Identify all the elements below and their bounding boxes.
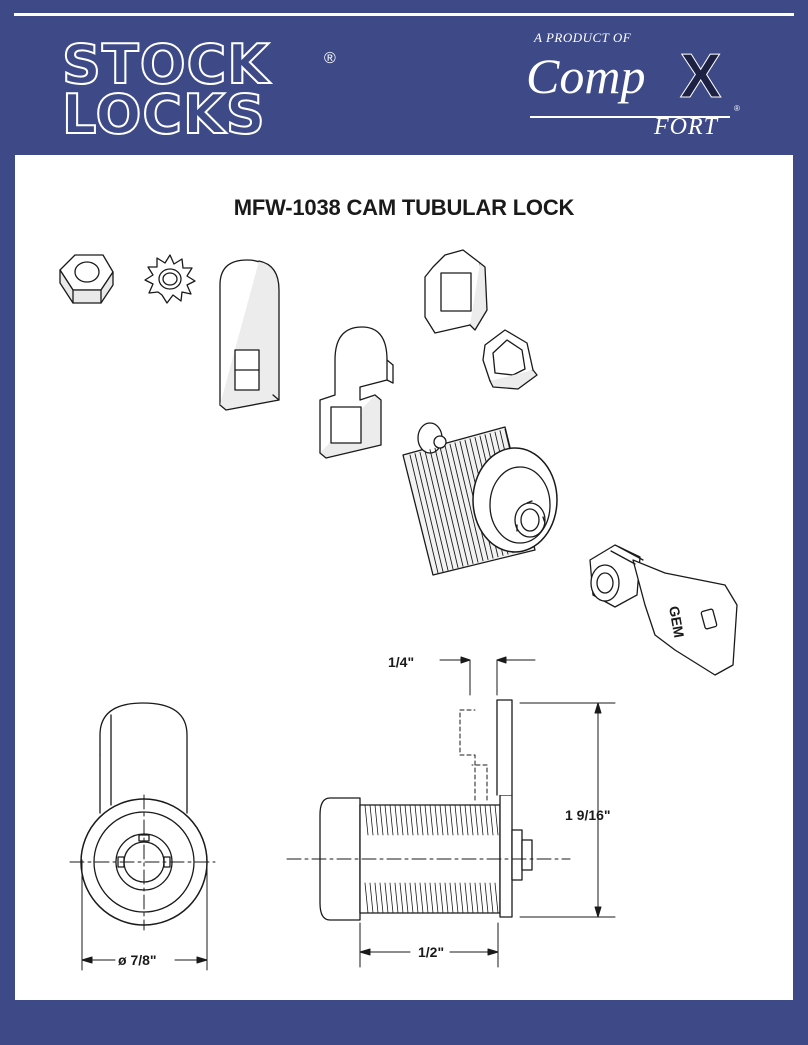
key-marking: GEM [666,605,687,639]
hex-nut-drawing [59,254,114,304]
tubular-key-drawing: GEM [589,544,738,676]
spec-sheet: MFW-1038 CAM TUBULAR LOCK [15,155,793,1000]
technical-drawing: GEM [59,249,738,971]
thread-line [454,442,484,562]
side-thread-line [404,804,409,836]
flat-cam-drawing [219,259,280,411]
side-thread-line [484,882,489,914]
offset-cam-drawing [319,326,394,459]
side-thread-line [419,804,424,836]
front-view-drawing [69,702,216,931]
side-view-drawing [286,699,571,921]
side-thread-line [364,804,369,836]
side-thread-line [419,882,424,914]
side-thread-line [379,804,384,836]
side-thread-line [424,804,429,836]
side-thread-line [489,882,494,914]
side-thread-line [444,882,449,914]
side-thread-line [464,804,469,836]
thread-line [429,449,459,569]
thread-line [444,445,474,564]
side-thread-line [434,882,439,914]
side-thread-line [434,804,439,836]
side-thread-line [429,804,434,836]
brand-line-1: STOCK [61,33,271,96]
side-thread-line [489,804,494,836]
side-thread-line [464,882,469,914]
dim-cam-thickness: 1/4" [388,654,414,670]
side-thread-line [394,804,399,836]
side-thread-line [459,882,464,914]
side-thread-line [394,882,399,914]
side-thread-line [379,882,384,914]
dim-body-length: 1/2" [418,944,444,960]
side-thread-line [444,804,449,836]
side-thread-line [424,882,429,914]
side-thread-line [369,882,374,914]
thread-line [439,446,469,566]
side-thread-line [494,804,499,836]
side-thread-line [459,804,464,836]
side-thread-line [439,804,444,836]
thread-line [414,453,444,573]
lock-body-drawing [402,422,558,576]
compx-registered-mark: ® [734,104,740,113]
fort-label: FORT [654,114,718,140]
side-thread-line [399,804,404,836]
side-thread-line [409,804,414,836]
page-title: MFW-1038 CAM TUBULAR LOCK [233,195,575,220]
dimension-lines [81,656,616,971]
thread-line [434,447,464,567]
side-thread-line [454,882,459,914]
side-thread-line [389,882,394,914]
compx-x-mark: X [679,42,722,111]
side-thread-line [494,882,499,914]
compx-underline [530,116,730,118]
side-thread-line [474,804,479,836]
thread-line [424,450,454,570]
square-spacer-drawing [424,249,488,334]
brand-line-2: LOCKS [61,83,266,146]
side-thread-line [404,882,409,914]
side-thread-line [484,804,489,836]
dim-diameter: ø 7/8" [118,952,157,968]
side-thread-line [389,804,394,836]
side-thread-line [469,882,474,914]
thread-line [409,454,439,574]
registered-mark: ® [324,50,336,67]
side-thread-line [399,882,404,914]
side-thread-line [409,882,414,914]
side-thread-line [474,882,479,914]
side-thread-line [439,882,444,914]
side-thread-line [469,804,474,836]
side-thread-line [479,882,484,914]
dim-overall-height: 1 9/16" [565,807,611,823]
side-thread-line [374,882,379,914]
side-thread-line [479,804,484,836]
side-thread-line [449,804,454,836]
side-thread-line [369,804,374,836]
product-of-label: A PRODUCT OF [534,30,632,45]
side-thread-line [449,882,454,914]
stock-locks-logo: STOCK LOCKS ® [61,33,352,146]
side-thread-line [384,804,389,836]
compx-logo: Comp [526,48,646,104]
thread-line [449,443,479,563]
side-thread-line [374,804,379,836]
side-thread-line [429,882,434,914]
top-rule [14,13,794,16]
thread-line [419,451,449,571]
header: STOCK LOCKS ® A PRODUCT OF Comp X FORT ® [0,0,808,155]
side-thread-line [414,882,419,914]
d-spacer-drawing [482,329,538,390]
side-thread-line [364,882,369,914]
side-thread-line [454,804,459,836]
side-thread-line [414,804,419,836]
star-washer-drawing [144,254,196,304]
side-thread-line [384,882,389,914]
